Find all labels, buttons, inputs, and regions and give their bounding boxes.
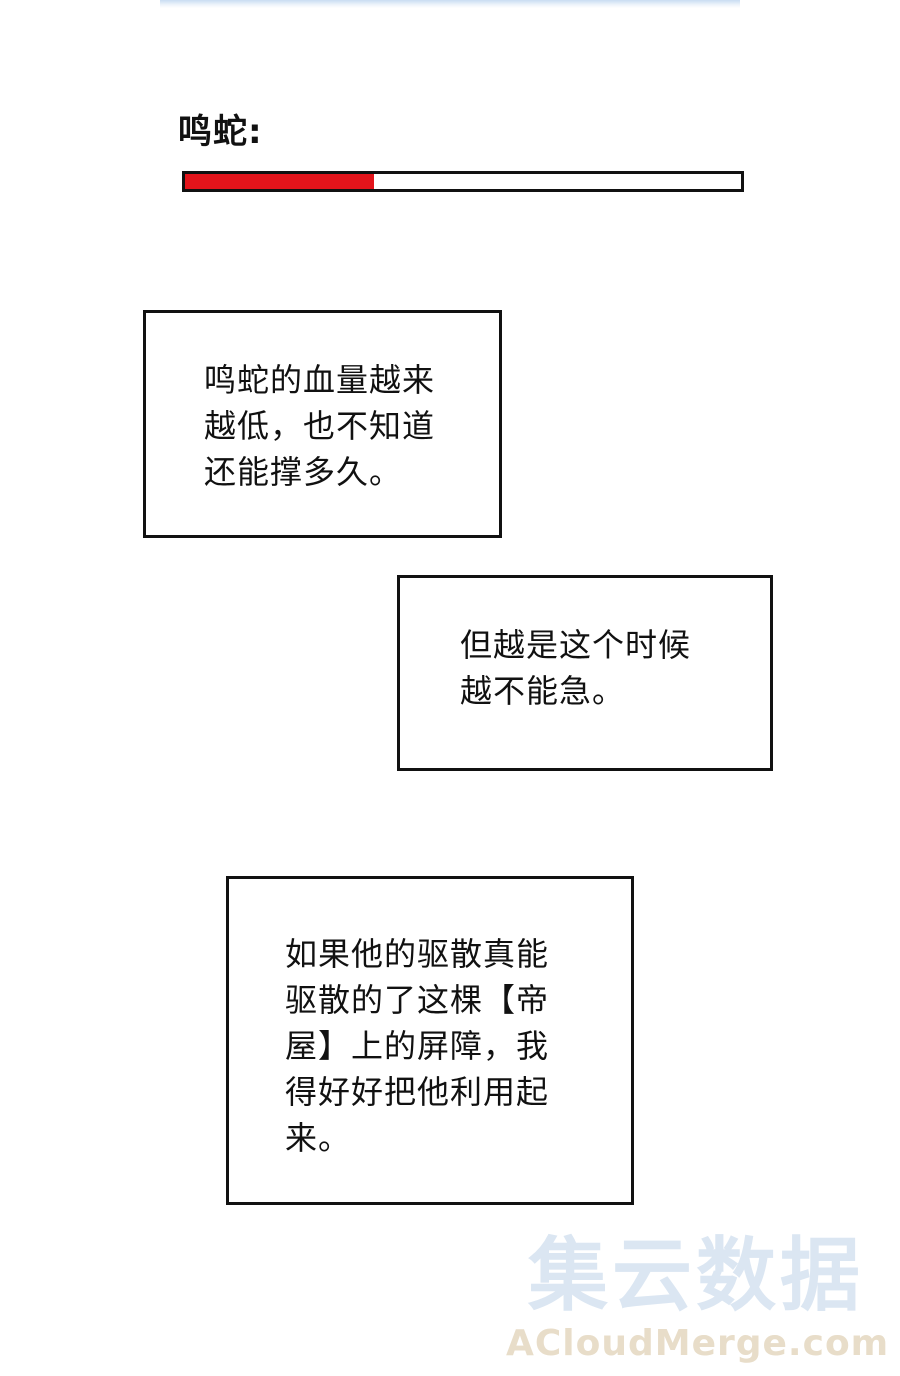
watermark-chinese: 集云数据 bbox=[528, 1229, 864, 1322]
caption-box-1: 鸣蛇的血量越来 越低，也不知道 还能撑多久。 bbox=[143, 310, 502, 538]
hp-label: 鸣蛇: bbox=[178, 112, 263, 152]
hp-bar bbox=[182, 171, 744, 192]
caption-box-2: 但越是这个时候 越不能急。 bbox=[397, 575, 773, 771]
watermark: 集云数据 ACloudMerge.com bbox=[506, 1229, 890, 1366]
watermark-english: ACloudMerge.com bbox=[506, 1323, 890, 1364]
caption-text-2: 但越是这个时候 越不能急。 bbox=[460, 626, 692, 710]
caption-text-3: 如果他的驱散真能 驱散的了这棵【帝 屋】上的屏障，我 得好好把他利用起 来。 bbox=[285, 935, 550, 1157]
caption-box-3: 如果他的驱散真能 驱散的了这棵【帝 屋】上的屏障，我 得好好把他利用起 来。 bbox=[226, 876, 634, 1205]
top-glow-decoration bbox=[160, 0, 740, 8]
hp-bar-fill bbox=[185, 174, 375, 189]
caption-text-1: 鸣蛇的血量越来 越低，也不知道 还能撑多久。 bbox=[204, 361, 436, 491]
